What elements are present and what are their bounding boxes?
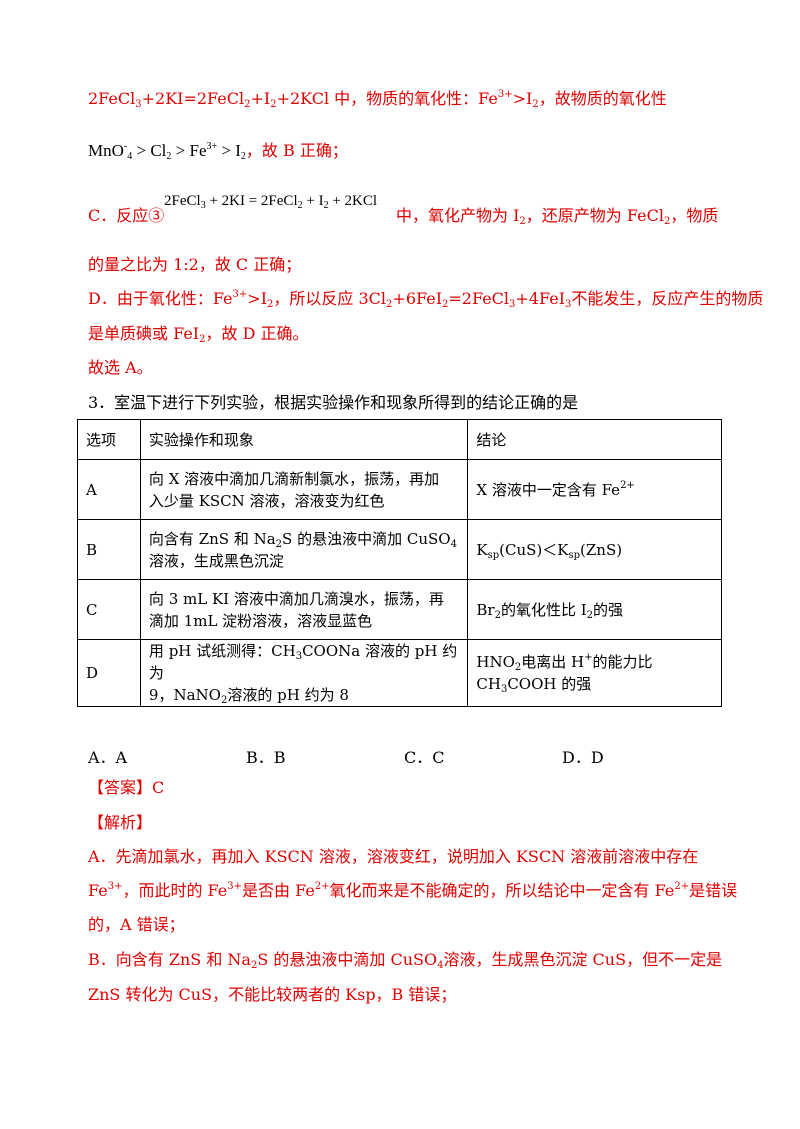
table-header-row: 选项 实验操作和现象 结论: [77, 419, 722, 460]
prev-line-6: 是单质碘或 FeI2，故 D 正确。: [88, 324, 309, 345]
option-c: C．C: [404, 748, 445, 767]
oxidizing-order-formula: MnO-4 > Cl2 > Fe3+ > I2: [88, 141, 246, 162]
prev-line-3: C．反应③: [88, 206, 165, 225]
row-conclusion: Ksp(CuS)＜Ksp(ZnS): [467, 519, 722, 580]
experiment-table: 选项 实验操作和现象 结论 A 向 X 溶液中滴加几滴新制氯水，振荡，再加入少量…: [77, 419, 722, 707]
header-conclusion: 结论: [467, 419, 722, 460]
option-a: A．A: [88, 748, 128, 767]
answer-label: 【答案】C: [88, 778, 165, 797]
table-row: A 向 X 溶液中滴加几滴新制氯水，振荡，再加入少量 KSCN 溶液，溶液变为红…: [77, 459, 722, 520]
prev-line-5: D．由于氧化性：Fe3+>I2，所以反应 3Cl2+6FeI2=2FeCl3+4…: [88, 289, 764, 310]
row-option: A: [77, 459, 141, 520]
analysis-a-line-3: 的，A 错误；: [88, 915, 185, 934]
analysis-b-line-2: ZnS 转化为 CuS，不能比较两者的 Ksp，B 错误；: [88, 985, 457, 1004]
analysis-label: 【解析】: [88, 813, 153, 832]
row-option: D: [77, 639, 141, 707]
prev-line-4: 的量之比为 1:2，故 C 正确；: [88, 255, 302, 274]
row-operation: 向 X 溶液中滴加几滴新制氯水，振荡，再加入少量 KSCN 溶液，溶液变为红色: [139, 459, 469, 520]
prev-line-2: MnO-4 > Cl2 > Fe3+ > I2，故 B 正确；: [88, 141, 348, 162]
row-conclusion: Br2的氧化性比 I2的强: [467, 579, 722, 640]
header-operation: 实验操作和现象: [139, 419, 469, 460]
prev-line-3-tail: 中，氧化产物为 I2，还原产物为 FeCl2，物质: [396, 206, 719, 227]
table-row: C 向 3 mL KI 溶液中滴加几滴溴水，振荡，再滴加 1mL 淀粉溶液，溶液…: [77, 579, 722, 640]
option-d: D．D: [562, 748, 604, 767]
row-operation: 向 3 mL KI 溶液中滴加几滴溴水，振荡，再滴加 1mL 淀粉溶液，溶液显蓝…: [139, 579, 469, 640]
option-b: B．B: [246, 748, 286, 767]
prev-line-1: 2FeCl3+2KI=2FeCl2+I2+2KCl 中，物质的氧化性：Fe3+>…: [88, 89, 667, 110]
reaction-3-equation: 2FeCl3 + 2KI = 2FeCl2 + I2 + 2KCl: [164, 193, 378, 211]
analysis-a-line-1: A．先滴加氯水，再加入 KSCN 溶液，溶液变红，说明加入 KSCN 溶液前溶液…: [88, 847, 699, 866]
prev-line-7: 故选 A。: [88, 358, 153, 377]
header-option: 选项: [77, 419, 141, 460]
row-conclusion: X 溶液中一定含有 Fe2+: [467, 459, 722, 520]
row-option: B: [77, 519, 141, 580]
analysis-a-line-2: Fe3+，而此时的 Fe3+是否由 Fe2+氧化而来是不能确定的，所以结论中一定…: [88, 881, 738, 900]
row-option: C: [77, 579, 141, 640]
question-stem: 3．室温下进行下列实验，根据实验操作和现象所得到的结论正确的是: [88, 393, 579, 412]
analysis-b-line-1: B．向含有 ZnS 和 Na2S 的悬浊液中滴加 CuSO4溶液，生成黑色沉淀 …: [88, 950, 723, 971]
